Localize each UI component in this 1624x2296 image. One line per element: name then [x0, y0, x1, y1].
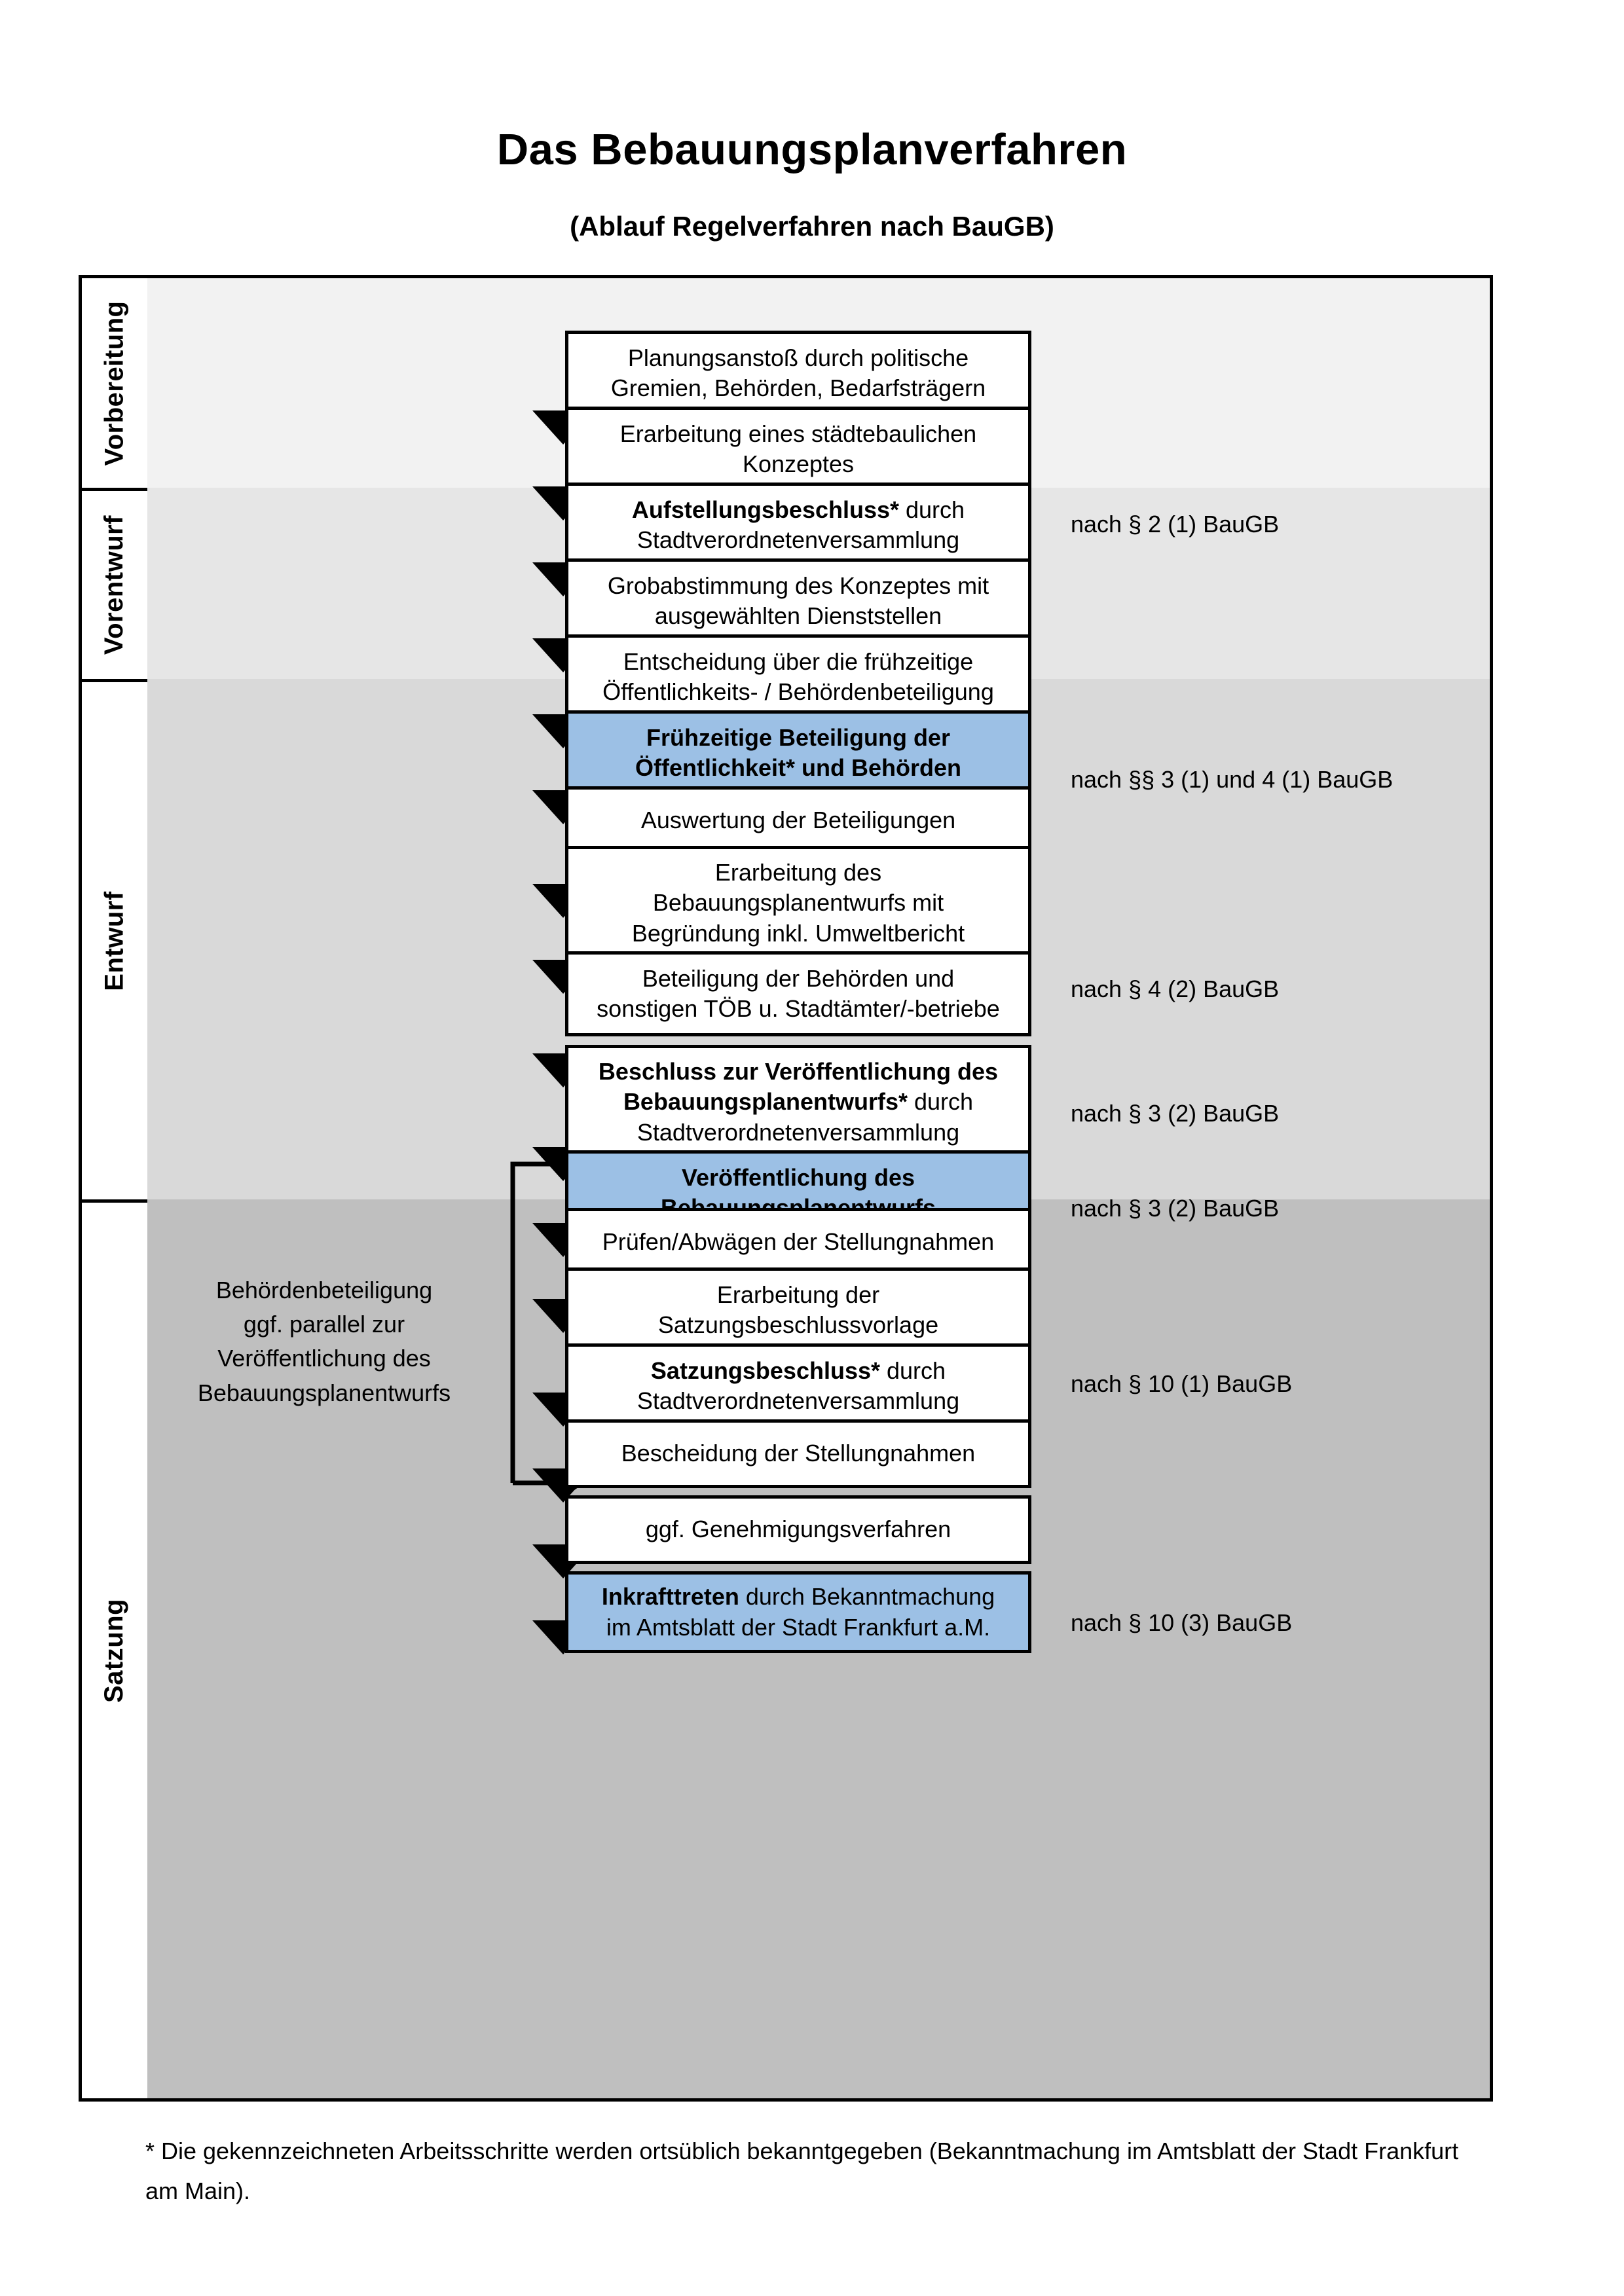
node-line: Bescheidung der Stellungnahmen: [621, 1440, 976, 1467]
reference-par-10-3: nach § 10 (3) BauGB: [1071, 1609, 1293, 1636]
side-note-line-2: ggf. parallel zur: [243, 1311, 405, 1338]
node-line: sonstigen TÖB u. Stadtämter/-betriebe: [597, 995, 1000, 1022]
reference-par-2-1: nach § 2 (1) BauGB: [1071, 511, 1280, 538]
node-line: Bebauungsplanentwurfs* durch: [623, 1087, 973, 1117]
node-line: Planungsanstoß durch politische: [627, 344, 969, 371]
node-line: Öffentlichkeit* und Behörden: [635, 754, 962, 781]
node-line: Inkrafttreten durch Bekanntmachung: [602, 1582, 995, 1612]
page-title: Das Bebauungsplanverfahren: [496, 125, 1128, 174]
side-note-line-3: Veröffentlichung des: [217, 1345, 431, 1372]
page-subtitle: (Ablauf Regelverfahren nach BauGB): [570, 211, 1054, 242]
side-note-line-1: Behördenbeteiligung: [215, 1277, 433, 1303]
node-line: ausgewählten Dienststellen: [654, 602, 942, 629]
node-planungsanstoss[interactable]: Planungsanstoß durch politische Gremien,…: [565, 331, 1031, 416]
node-pruefen-abwaegen[interactable]: Prüfen/Abwägen der Stellungnahmen: [565, 1208, 1031, 1277]
node-entscheidung-fruehzeitige-beteiligung[interactable]: Entscheidung über die frühzeitige Öffent…: [565, 634, 1031, 720]
node-bold-text: Beschluss zur Veröffentlichung des: [598, 1058, 999, 1085]
phase-cell-satzung: Satzung: [82, 1199, 147, 2098]
node-line: Stadtverordnetenversammlung: [637, 526, 960, 553]
node-line: ggf. Genehmigungsverfahren: [645, 1516, 951, 1543]
side-note-line-4: Bebauungsplanentwurfs: [197, 1379, 451, 1406]
node-regular-text: durch: [880, 1357, 946, 1384]
node-line: Grobabstimmung des Konzeptes mit: [607, 572, 989, 599]
reference-par-3-2-a: nach § 3 (2) BauGB: [1071, 1100, 1280, 1127]
node-line: Auswertung der Beteiligungen: [640, 807, 956, 834]
node-regular-text: durch: [899, 496, 965, 523]
node-line: Öffentlichkeits- / Behördenbeteiligung: [602, 678, 994, 705]
node-line: Bebauungsplanentwurfs mit: [652, 889, 944, 917]
node-line: Beschluss zur Veröffentlichung des: [599, 1057, 998, 1087]
reference-par-3-1-4-1: nach §§ 3 (1) und 4 (1) BauGB: [1071, 766, 1393, 793]
node-line: Satzungsbeschluss* durch: [651, 1356, 946, 1386]
phase-cell-vorentwurf: Vorentwurf: [82, 488, 147, 679]
node-line: Begründung inkl. Umweltbericht: [631, 919, 965, 947]
node-auswertung-beteiligungen[interactable]: Auswertung der Beteiligungen: [565, 786, 1031, 855]
node-line: Entscheidung über die frühzeitige: [623, 647, 974, 675]
node-line: Veröffentlichung des: [681, 1163, 915, 1191]
footnote: * Die gekennzeichneten Arbeitsschritte w…: [145, 2138, 1459, 2205]
node-bold-text: Inkrafttreten: [601, 1583, 739, 1611]
node-staedtebauliches-konzept[interactable]: Erarbeitung eines städtebaulichen Konzep…: [565, 407, 1031, 492]
node-line: Konzeptes: [742, 450, 855, 477]
node-genehmigungsverfahren[interactable]: ggf. Genehmigungsverfahren: [565, 1495, 1031, 1564]
node-bold-text: Satzungsbeschluss*: [650, 1357, 881, 1384]
phase-cell-vorbereitung: Vorbereitung: [82, 278, 147, 488]
reference-par-10-1: nach § 10 (1) BauGB: [1071, 1370, 1293, 1397]
node-line: Gremien, Behörden, Bedarfsträgern: [610, 374, 986, 401]
node-erarbeitung-bebauungsplanentwurf[interactable]: Erarbeitung des Bebauungsplanentwurfs mi…: [565, 846, 1031, 960]
phase-label-entwurf: Entwurf: [100, 890, 129, 991]
node-line: im Amtsblatt der Stadt Frankfurt a.M.: [606, 1613, 991, 1641]
node-aufstellungsbeschluss[interactable]: Aufstellungsbeschluss* durch Stadtverord…: [565, 483, 1031, 568]
node-inkrafttreten[interactable]: Inkrafttreten durch Bekanntmachung im Am…: [565, 1571, 1031, 1653]
phase-label-vorbereitung: Vorbereitung: [100, 301, 129, 465]
node-regular-text: durch Bekanntmachung: [739, 1583, 995, 1611]
flowchart-frame: Vorbereitung Vorentwurf Entwurf Satzung …: [79, 275, 1493, 2102]
node-line: Erarbeitung eines städtebaulichen: [619, 420, 977, 447]
node-satzungsbeschlussvorlage[interactable]: Erarbeitung der Satzungsbeschlussvorlage: [565, 1267, 1031, 1353]
reference-par-4-2: nach § 4 (2) BauGB: [1071, 975, 1280, 1002]
node-fruehzeitige-beteiligung[interactable]: Frühzeitige Beteiligung der Öffentlichke…: [565, 710, 1031, 795]
node-line: Erarbeitung der: [716, 1281, 880, 1308]
node-bold-text: Bebauungsplanentwurfs*: [623, 1088, 908, 1116]
node-line: Aufstellungsbeschluss* durch: [632, 495, 965, 525]
phase-column: Vorbereitung Vorentwurf Entwurf Satzung: [82, 278, 147, 2098]
node-line: Erarbeitung des: [714, 859, 882, 886]
node-regular-text: durch: [907, 1088, 974, 1116]
node-line: Beteiligung der Behörden und: [642, 964, 955, 992]
node-line: Satzungsbeschlussvorlage: [657, 1311, 939, 1338]
phase-label-satzung: Satzung: [100, 1598, 129, 1703]
phase-label-vorentwurf: Vorentwurf: [100, 515, 129, 655]
node-bold-text: Aufstellungsbeschluss*: [631, 496, 900, 523]
node-bescheidung-stellungnahmen[interactable]: Bescheidung der Stellungnahmen: [565, 1419, 1031, 1488]
node-beschluss-veroeffentlichung[interactable]: Beschluss zur Veröffentlichung des Bebau…: [565, 1045, 1031, 1159]
reference-par-3-2-b: nach § 3 (2) BauGB: [1071, 1195, 1280, 1222]
node-line: Frühzeitige Beteiligung der: [646, 723, 951, 751]
node-line: Stadtverordnetenversammlung: [637, 1387, 960, 1414]
node-grobabstimmung[interactable]: Grobabstimmung des Konzeptes mit ausgewä…: [565, 558, 1031, 644]
node-satzungsbeschluss[interactable]: Satzungsbeschluss* durch Stadtverordnete…: [565, 1343, 1031, 1429]
phase-cell-entwurf: Entwurf: [82, 679, 147, 1199]
side-note-behoerdenbeteiligung: Behördenbeteiligung ggf. parallel zur Ve…: [160, 1273, 488, 1410]
node-line: Stadtverordnetenversammlung: [637, 1118, 960, 1146]
node-beteiligung-behoerden-toeb[interactable]: Beteiligung der Behörden und sonstigen T…: [565, 951, 1031, 1036]
node-line: Prüfen/Abwägen der Stellungnahmen: [602, 1228, 995, 1256]
